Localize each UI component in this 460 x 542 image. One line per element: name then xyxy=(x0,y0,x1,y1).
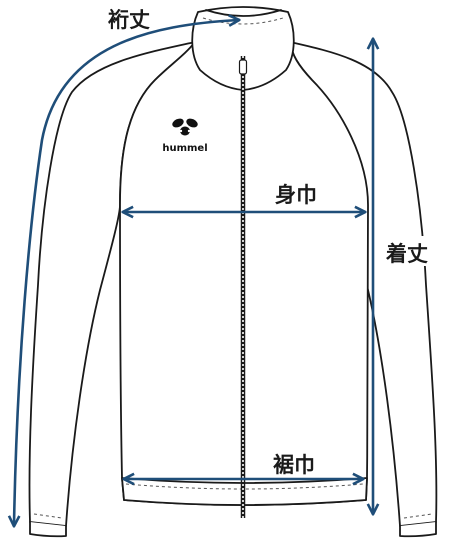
total-length-label: 着丈 xyxy=(385,242,428,266)
measurement-lines xyxy=(14,20,373,525)
sleeve-length-label: 裄丈 xyxy=(107,8,150,32)
collar-inner xyxy=(205,9,282,17)
hem-width-label: 裾巾 xyxy=(273,453,315,477)
sleeve-length-arrow xyxy=(14,20,238,525)
right-cuff xyxy=(399,521,437,538)
measurement-labels: 身巾 着丈 裾巾 裄丈 xyxy=(107,8,436,477)
zipper-pull xyxy=(238,59,248,75)
logo-text: hummel xyxy=(162,143,207,154)
zipper xyxy=(238,56,248,518)
jacket-outline xyxy=(28,6,438,538)
body-width-label: 身巾 xyxy=(275,183,317,207)
